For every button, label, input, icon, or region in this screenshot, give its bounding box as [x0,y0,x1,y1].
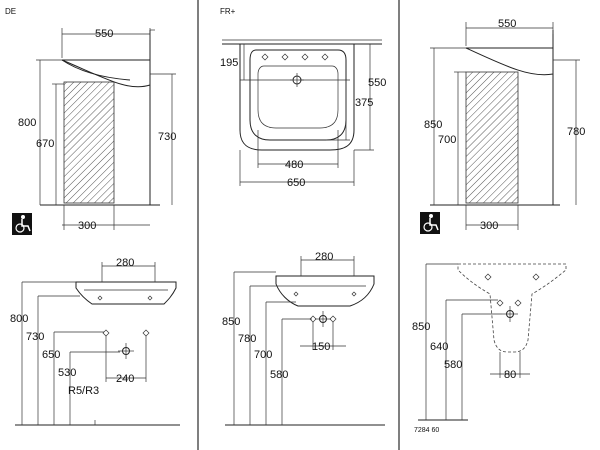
dim-650: 650 [287,177,305,189]
dim-height-780: 780 [567,126,585,138]
dim-height-850: 850 [424,119,442,131]
dim-280: 280 [116,257,134,269]
dim-height-670: 670 [36,138,54,150]
dim-80: 80 [504,369,516,381]
region-label-de: DE [5,7,16,16]
dim-depth-300: 300 [78,220,96,232]
dim-850: 850 [412,321,430,333]
panel-front-view-fr: 280 850 780 700 580 150 [222,251,385,426]
dim-730: 730 [26,331,44,343]
dim-height-700: 700 [438,134,456,146]
dim-550: 550 [368,77,386,89]
dim-640: 640 [430,341,448,353]
tap-hole-markers [102,329,150,359]
dim-800: 800 [10,313,28,325]
panel-side-view-de: 550 800 670 730 300 [12,28,176,235]
part-number: 7284 60 [414,427,439,434]
dim-780: 780 [238,333,256,345]
dim-280: 280 [315,251,333,263]
panel-front-view-de: 280 800 730 650 530 R5/R3 240 [10,257,180,426]
tap-hole-row [261,53,329,87]
wheelchair-icon [12,213,32,235]
dim-650: 650 [42,349,60,361]
panel-top-view-fr: 195 550 375 480 650 [220,39,386,189]
dim-height-800: 800 [18,117,36,129]
dim-480: 480 [285,159,303,171]
dim-240: 240 [116,373,134,385]
dim-700: 700 [254,349,272,361]
dim-height-730: 730 [158,131,176,143]
dim-width-550: 550 [498,18,516,30]
dim-150: 150 [312,341,330,353]
region-label-fr: FR+ [220,7,236,16]
dim-580: 580 [444,359,462,371]
dim-depth-300: 300 [480,220,498,232]
dim-tap-r5-r3: R5/R3 [68,385,99,397]
panel-front-view-pedestal: 850 640 580 80 7284 60 [412,263,567,434]
panel-side-view-fr: 550 850 700 780 300 [420,18,585,234]
wheelchair-icon [420,212,440,234]
dim-width-550: 550 [95,28,113,40]
tap-hole-markers [309,311,337,327]
dim-850: 850 [222,316,240,328]
dim-375: 375 [355,97,373,109]
dim-580: 580 [270,369,288,381]
dim-530: 530 [58,367,76,379]
dim-195: 195 [220,57,238,69]
